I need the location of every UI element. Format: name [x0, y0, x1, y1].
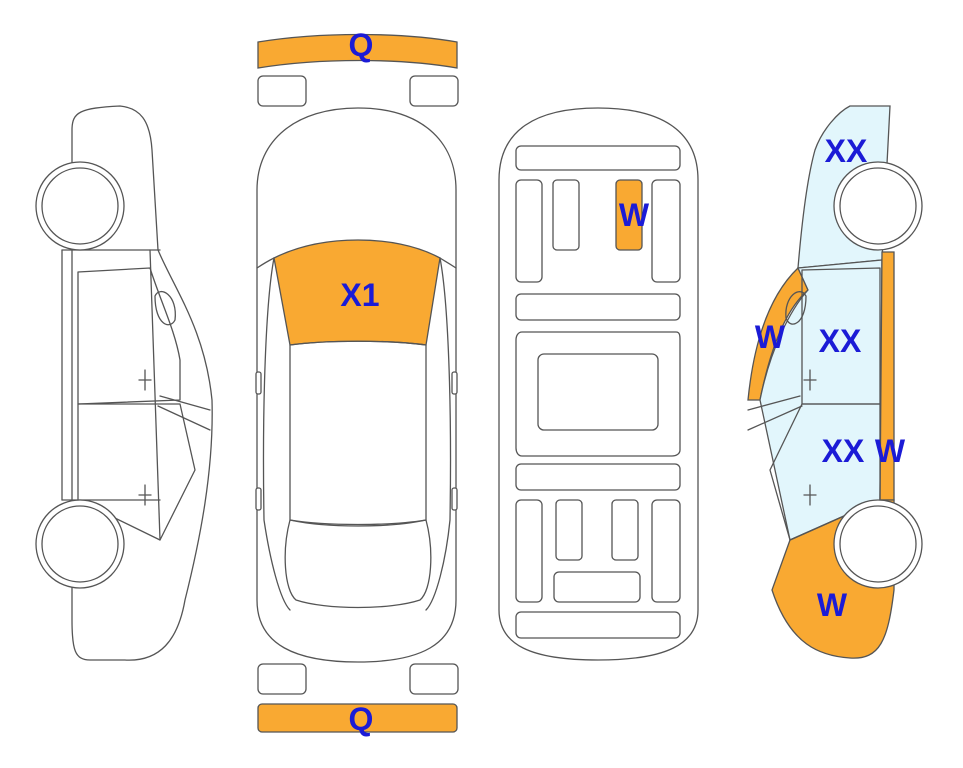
right-a-pillar: [747, 266, 809, 401]
damage-labels: Q Q X1 W XX W XX XX W W: [340, 27, 905, 737]
top-view: [255, 33, 459, 733]
right-rear-wheel: [833, 499, 923, 589]
label-right-a-pillar: W: [755, 319, 786, 355]
left-rear-wheel: [35, 499, 125, 589]
front-right-light: [409, 75, 459, 107]
interior-view: [498, 107, 699, 661]
label-interior-seat: W: [619, 197, 650, 233]
right-side-view: [747, 105, 923, 659]
rear-left-light: [257, 663, 307, 695]
right-front-wheel: [833, 161, 923, 251]
label-front-bumper: Q: [349, 27, 374, 63]
rear-right-light: [409, 663, 459, 695]
rear-bumper: [257, 703, 458, 733]
label-right-rear-door: XX: [822, 433, 865, 469]
front-left-light: [257, 75, 307, 107]
left-front-wheel: [35, 161, 125, 251]
label-right-front-door: XX: [819, 323, 862, 359]
left-side-view: [35, 105, 213, 661]
interior-seat-damaged: [615, 179, 643, 251]
label-rear-bumper: Q: [349, 701, 374, 737]
label-hood: X1: [340, 277, 379, 313]
label-right-b-pillar: W: [875, 433, 906, 469]
front-bumper: [257, 33, 458, 69]
label-right-front-fender: XX: [825, 133, 868, 169]
label-right-rear-quarter: W: [817, 587, 848, 623]
